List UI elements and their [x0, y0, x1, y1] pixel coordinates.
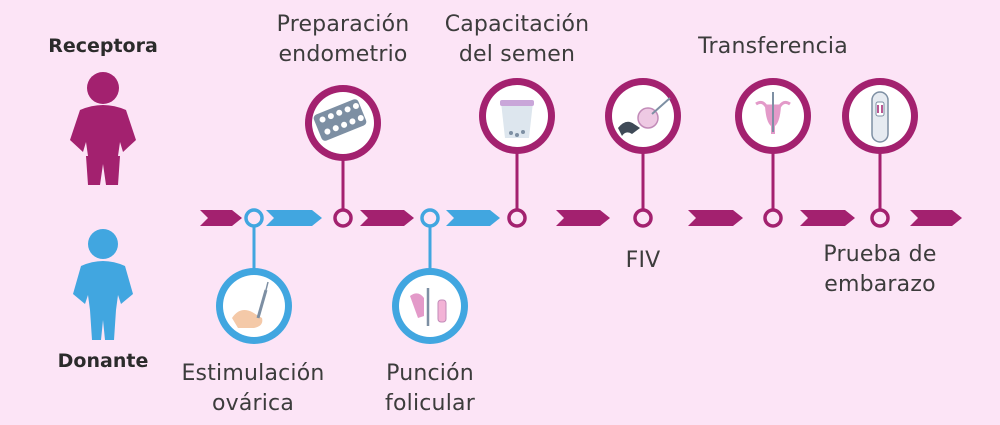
step-label-preparacion-line1: Preparación — [276, 12, 410, 37]
role-label-receptora: Receptora — [48, 35, 158, 57]
step-label-prueba-line1: Prueba de — [823, 242, 937, 267]
step-prueba-marker — [842, 78, 918, 228]
step-puncion-marker — [392, 208, 468, 344]
uterus-icon — [755, 92, 791, 134]
donante-figure-icon — [73, 229, 133, 340]
step-label-puncion-line2: folicular — [385, 391, 475, 416]
semen-cup-icon — [500, 100, 534, 138]
step-transferencia-marker — [735, 78, 811, 228]
pregnancy-test-icon — [871, 91, 889, 143]
injection-egg-icon — [618, 97, 671, 136]
step-label-fiv: FIV — [625, 248, 661, 273]
step-label-estimulacion-line2: ovárica — [211, 391, 295, 416]
step-label-preparacion: Preparación endometrio — [263, 10, 423, 70]
step-fiv-marker — [605, 78, 681, 228]
step-capacitacion-marker — [479, 78, 555, 228]
step-label-estimulacion-line1: Estimulación — [181, 361, 325, 386]
step-preparacion-marker — [305, 85, 381, 228]
timeline-arrows — [200, 210, 962, 226]
receptora-figure-icon — [70, 72, 136, 185]
step-label-puncion-line1: Punción — [386, 361, 474, 386]
step-estimulacion-marker — [216, 208, 292, 344]
step-label-preparacion-line2: endometrio — [278, 42, 408, 67]
step-label-capacitacion: Capacitación del semen — [437, 10, 597, 70]
step-label-transferencia: Transferencia — [698, 34, 848, 59]
step-label-estimulacion: Estimulación ovárica — [168, 359, 338, 419]
step-label-prueba-line2: embarazo — [824, 272, 936, 297]
follicle-puncture-icon — [410, 288, 447, 326]
step-label-puncion: Punción folicular — [360, 359, 500, 419]
pill-blister-icon — [313, 99, 367, 141]
step-label-capacitacion-line1: Capacitación — [444, 12, 590, 37]
step-label-capacitacion-line2: del semen — [458, 42, 576, 67]
syringe-hand-icon — [232, 281, 269, 328]
step-label-prueba: Prueba de embarazo — [800, 240, 960, 300]
role-label-donante: Donante — [57, 350, 149, 372]
